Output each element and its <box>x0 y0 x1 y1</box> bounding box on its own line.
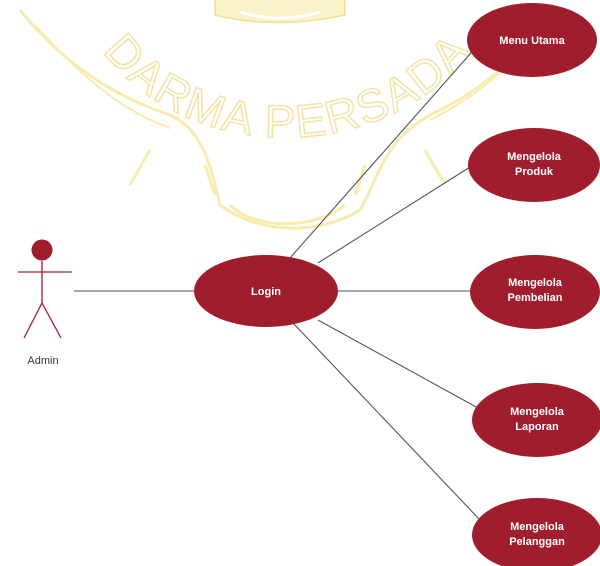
actor-admin: Admin <box>18 239 72 367</box>
usecase-label: Menu Utama <box>499 35 565 47</box>
usecase-label-line1: Mengelola <box>508 277 563 289</box>
watermark-emblem: DARMA PERSADA <box>18 0 547 230</box>
usecase-menu-utama: Menu Utama <box>467 3 597 77</box>
stick-figure-icon <box>18 239 72 339</box>
actor-label: Admin <box>27 355 58 367</box>
association-lines <box>74 44 481 521</box>
usecase-label-line1: Mengelola <box>510 521 565 533</box>
usecase-label: Login <box>251 286 281 298</box>
usecase-label-line2: Pelanggan <box>509 536 565 548</box>
line-login-laporan <box>317 319 479 409</box>
usecase-label-line2: Produk <box>515 166 554 178</box>
line-login-pelanggan <box>292 322 481 521</box>
usecase-mengelola-pembelian: Mengelola Pembelian <box>470 255 600 329</box>
usecase-label-line2: Laporan <box>515 421 559 433</box>
usecase-label-line2: Pembelian <box>507 292 562 304</box>
line-login-produk <box>317 161 479 264</box>
usecase-login: Login <box>194 255 338 327</box>
watermark-text: DARMA PERSADA <box>95 23 480 148</box>
usecase-mengelola-laporan: Mengelola Laporan <box>472 383 600 457</box>
line-login-menu-utama <box>289 44 479 259</box>
usecase-label-line1: Mengelola <box>507 151 562 163</box>
usecase-mengelola-pelanggan: Mengelola Pelanggan <box>472 498 600 566</box>
usecase-mengelola-produk: Mengelola Produk <box>468 128 600 202</box>
usecase-label-line1: Mengelola <box>510 406 565 418</box>
